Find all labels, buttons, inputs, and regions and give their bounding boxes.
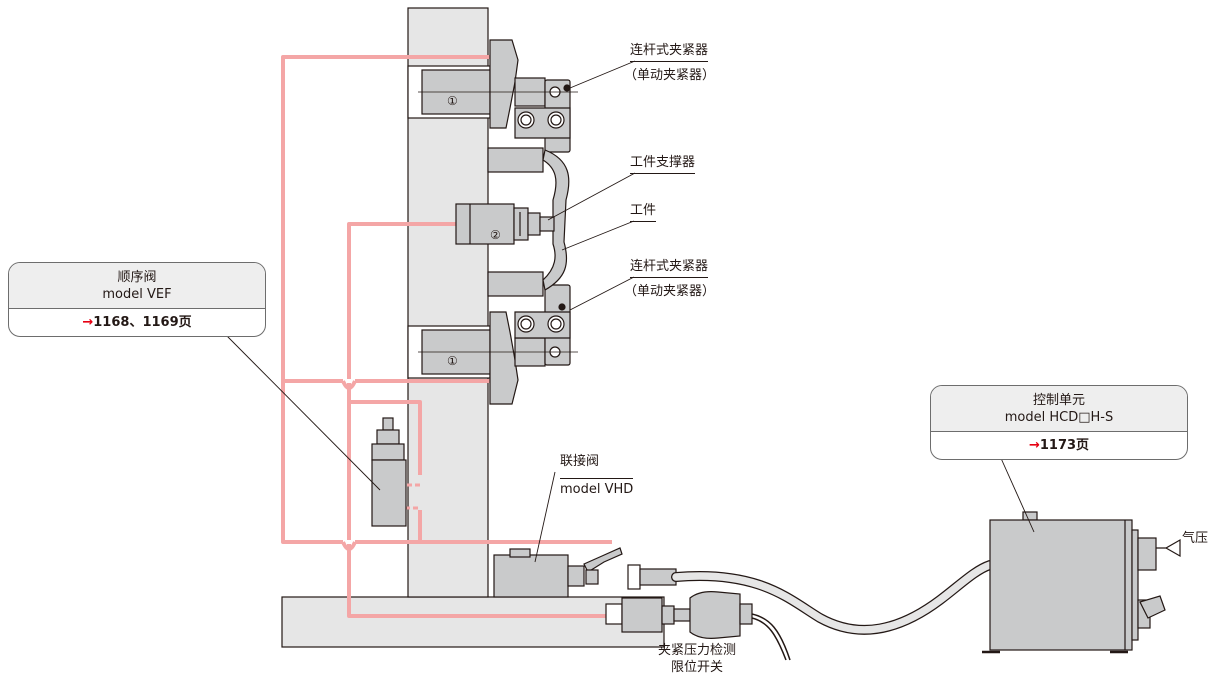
label-link-clamp-bottom: 连杆式夹紧器 — [630, 259, 709, 278]
label-link-clamp-top-sub: （单动夹紧器） — [624, 68, 716, 83]
control-unit-callout: 控制单元 model HCD□H-S →1173页 — [930, 385, 1188, 460]
label-coupling-valve-model: model VHD — [560, 478, 634, 498]
pressure-switch — [605, 591, 753, 639]
control-unit-ref-pages: 1173页 — [1039, 438, 1090, 453]
label-coupling-valve: 联接阀 — [560, 454, 600, 469]
top-link-clamp — [407, 39, 578, 153]
control-unit — [982, 511, 1181, 654]
control-unit-name: 控制单元 — [1032, 393, 1085, 408]
bottom-link-clamp — [407, 284, 578, 405]
label-link-clamp-top: 连杆式夹紧器 — [630, 43, 709, 62]
hydraulic-lines — [281, 55, 612, 618]
leader-lines — [226, 60, 1035, 563]
label-pressure-switch-line1: 夹紧压力检测 — [658, 643, 737, 658]
ref-arrow-icon: → — [82, 315, 94, 330]
base-plate — [281, 596, 665, 648]
coupling-valve — [493, 547, 677, 598]
sequence-valve-name: 顺序阀 — [117, 270, 157, 285]
hoses — [671, 560, 995, 661]
work-support — [455, 203, 555, 245]
workpiece — [487, 147, 570, 297]
control-unit-model: model HCD□H-S — [1004, 410, 1114, 425]
line-crossovers — [341, 379, 357, 551]
sequence-valve-model: model VEF — [102, 287, 172, 302]
ref-arrow-icon: → — [1028, 438, 1040, 453]
marker-2: ② — [490, 228, 501, 242]
marker-1-top: ① — [447, 94, 458, 108]
label-workpiece: 工件 — [630, 203, 657, 222]
label-work-support: 工件支撑器 — [630, 155, 696, 174]
control-unit-ref[interactable]: →1173页 — [931, 431, 1187, 459]
marker-1-bottom: ① — [447, 354, 458, 368]
label-pressure-switch-line2: 限位开关 — [671, 660, 724, 675]
sequence-valve — [371, 417, 407, 527]
sequence-valve-ref[interactable]: →1168、1169页 — [9, 308, 265, 336]
sequence-valve-callout: 顺序阀 model VEF →1168、1169页 — [8, 262, 266, 337]
label-link-clamp-bottom-sub: （单动夹紧器） — [624, 284, 716, 299]
label-air-pressure: 气压 — [1182, 531, 1209, 546]
sequence-valve-ref-pages: 1168、1169页 — [93, 315, 192, 330]
